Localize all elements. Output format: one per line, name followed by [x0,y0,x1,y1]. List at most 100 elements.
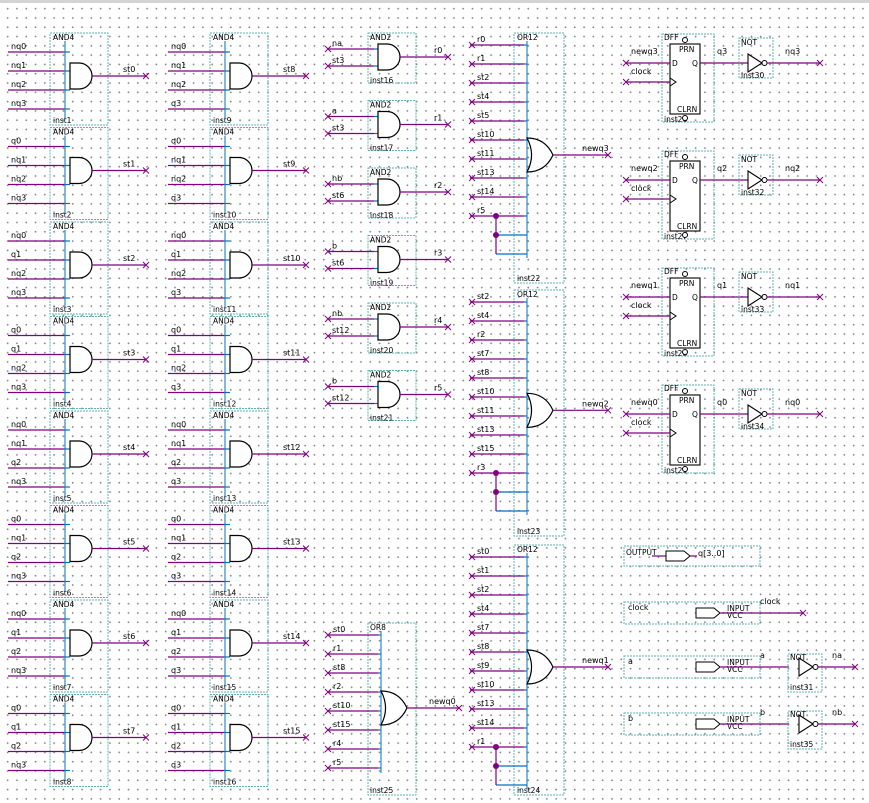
not-frame [738,154,774,196]
x-mark-b [468,743,476,751]
input-terminal [468,553,476,561]
d-pin-label: D [672,59,678,68]
and-gate-shape [229,62,253,90]
input-net-label: b [332,377,337,386]
instance-label: inst2 [53,211,72,220]
not-type-label: NOT [790,653,807,662]
or12-gate-inst23[interactable]: OR12inst23st2st4r2st7st8st10st11st13st15… [468,289,612,537]
dff-frame [661,267,715,357]
input-terminal [324,688,332,696]
x-mark-b [142,639,150,647]
x-mark-b [468,553,476,561]
input-net-label: a [760,651,765,660]
x-mark-b [444,323,452,331]
input-terminal [324,248,332,255]
x-mark-b [468,298,476,306]
output-terminal [302,167,310,174]
gate-type-label: AND4 [213,411,235,420]
input-terminal [468,355,476,363]
input-net-label: st10 [477,387,494,396]
output-net-label: st8 [283,65,295,74]
and2-frame [367,32,417,84]
not-frame [738,388,774,430]
x-mark-b [468,591,476,599]
output-terminal [302,261,310,269]
input-net-label: r0 [477,35,485,44]
or12-gate-inst22[interactable]: OR12inst22r0r1st2st4st5st10st11st13st14r… [468,32,612,284]
x-mark-b [468,469,476,477]
input-net-label: nq1 [11,534,26,543]
input-net-label: q2 [171,742,181,751]
clock-triangle [669,428,677,438]
output-net-label: r0 [434,46,442,55]
output-terminal [142,639,150,647]
output-type-label: OUTPUT [626,548,657,557]
junction-dot [493,744,499,750]
or12-gate-inst24[interactable]: OR12inst24st0st1st2st4st7st8st9st10st13s… [468,544,612,796]
not-bubble [812,721,819,727]
x-mark-b [468,117,476,125]
not-gate-shape [747,403,764,425]
output-terminal [444,323,452,331]
x-mark-b [816,59,824,67]
input-net-label: q1 [171,250,181,259]
output-terminal [455,704,463,712]
x-mark-b [142,261,150,269]
input-net-label: nq0 [171,609,186,618]
not-bubble [761,411,768,417]
output-net-label: st4 [123,443,135,452]
x-mark-b [468,450,476,458]
input-net-label: q3 [171,477,181,486]
input-terminal [468,572,476,580]
and-gate-shape [69,723,93,752]
d-terminal [622,59,630,67]
gate-type-label: AND4 [213,317,235,326]
input-terminal [324,383,332,390]
input-terminal [468,98,476,106]
input-net-label: st3 [332,56,344,65]
input-net-label: nq0 [171,420,186,429]
input-net-label: q1 [11,345,21,354]
output-pin-shape [665,550,691,562]
input-net-label: nq2 [171,175,186,184]
input-net-label: nq3 [11,761,26,770]
or-gate-shape [525,649,554,685]
x-mark-b [142,545,150,552]
input-net-label: st4 [477,92,489,101]
x-mark-b [468,610,476,618]
x-mark-b [604,406,612,414]
